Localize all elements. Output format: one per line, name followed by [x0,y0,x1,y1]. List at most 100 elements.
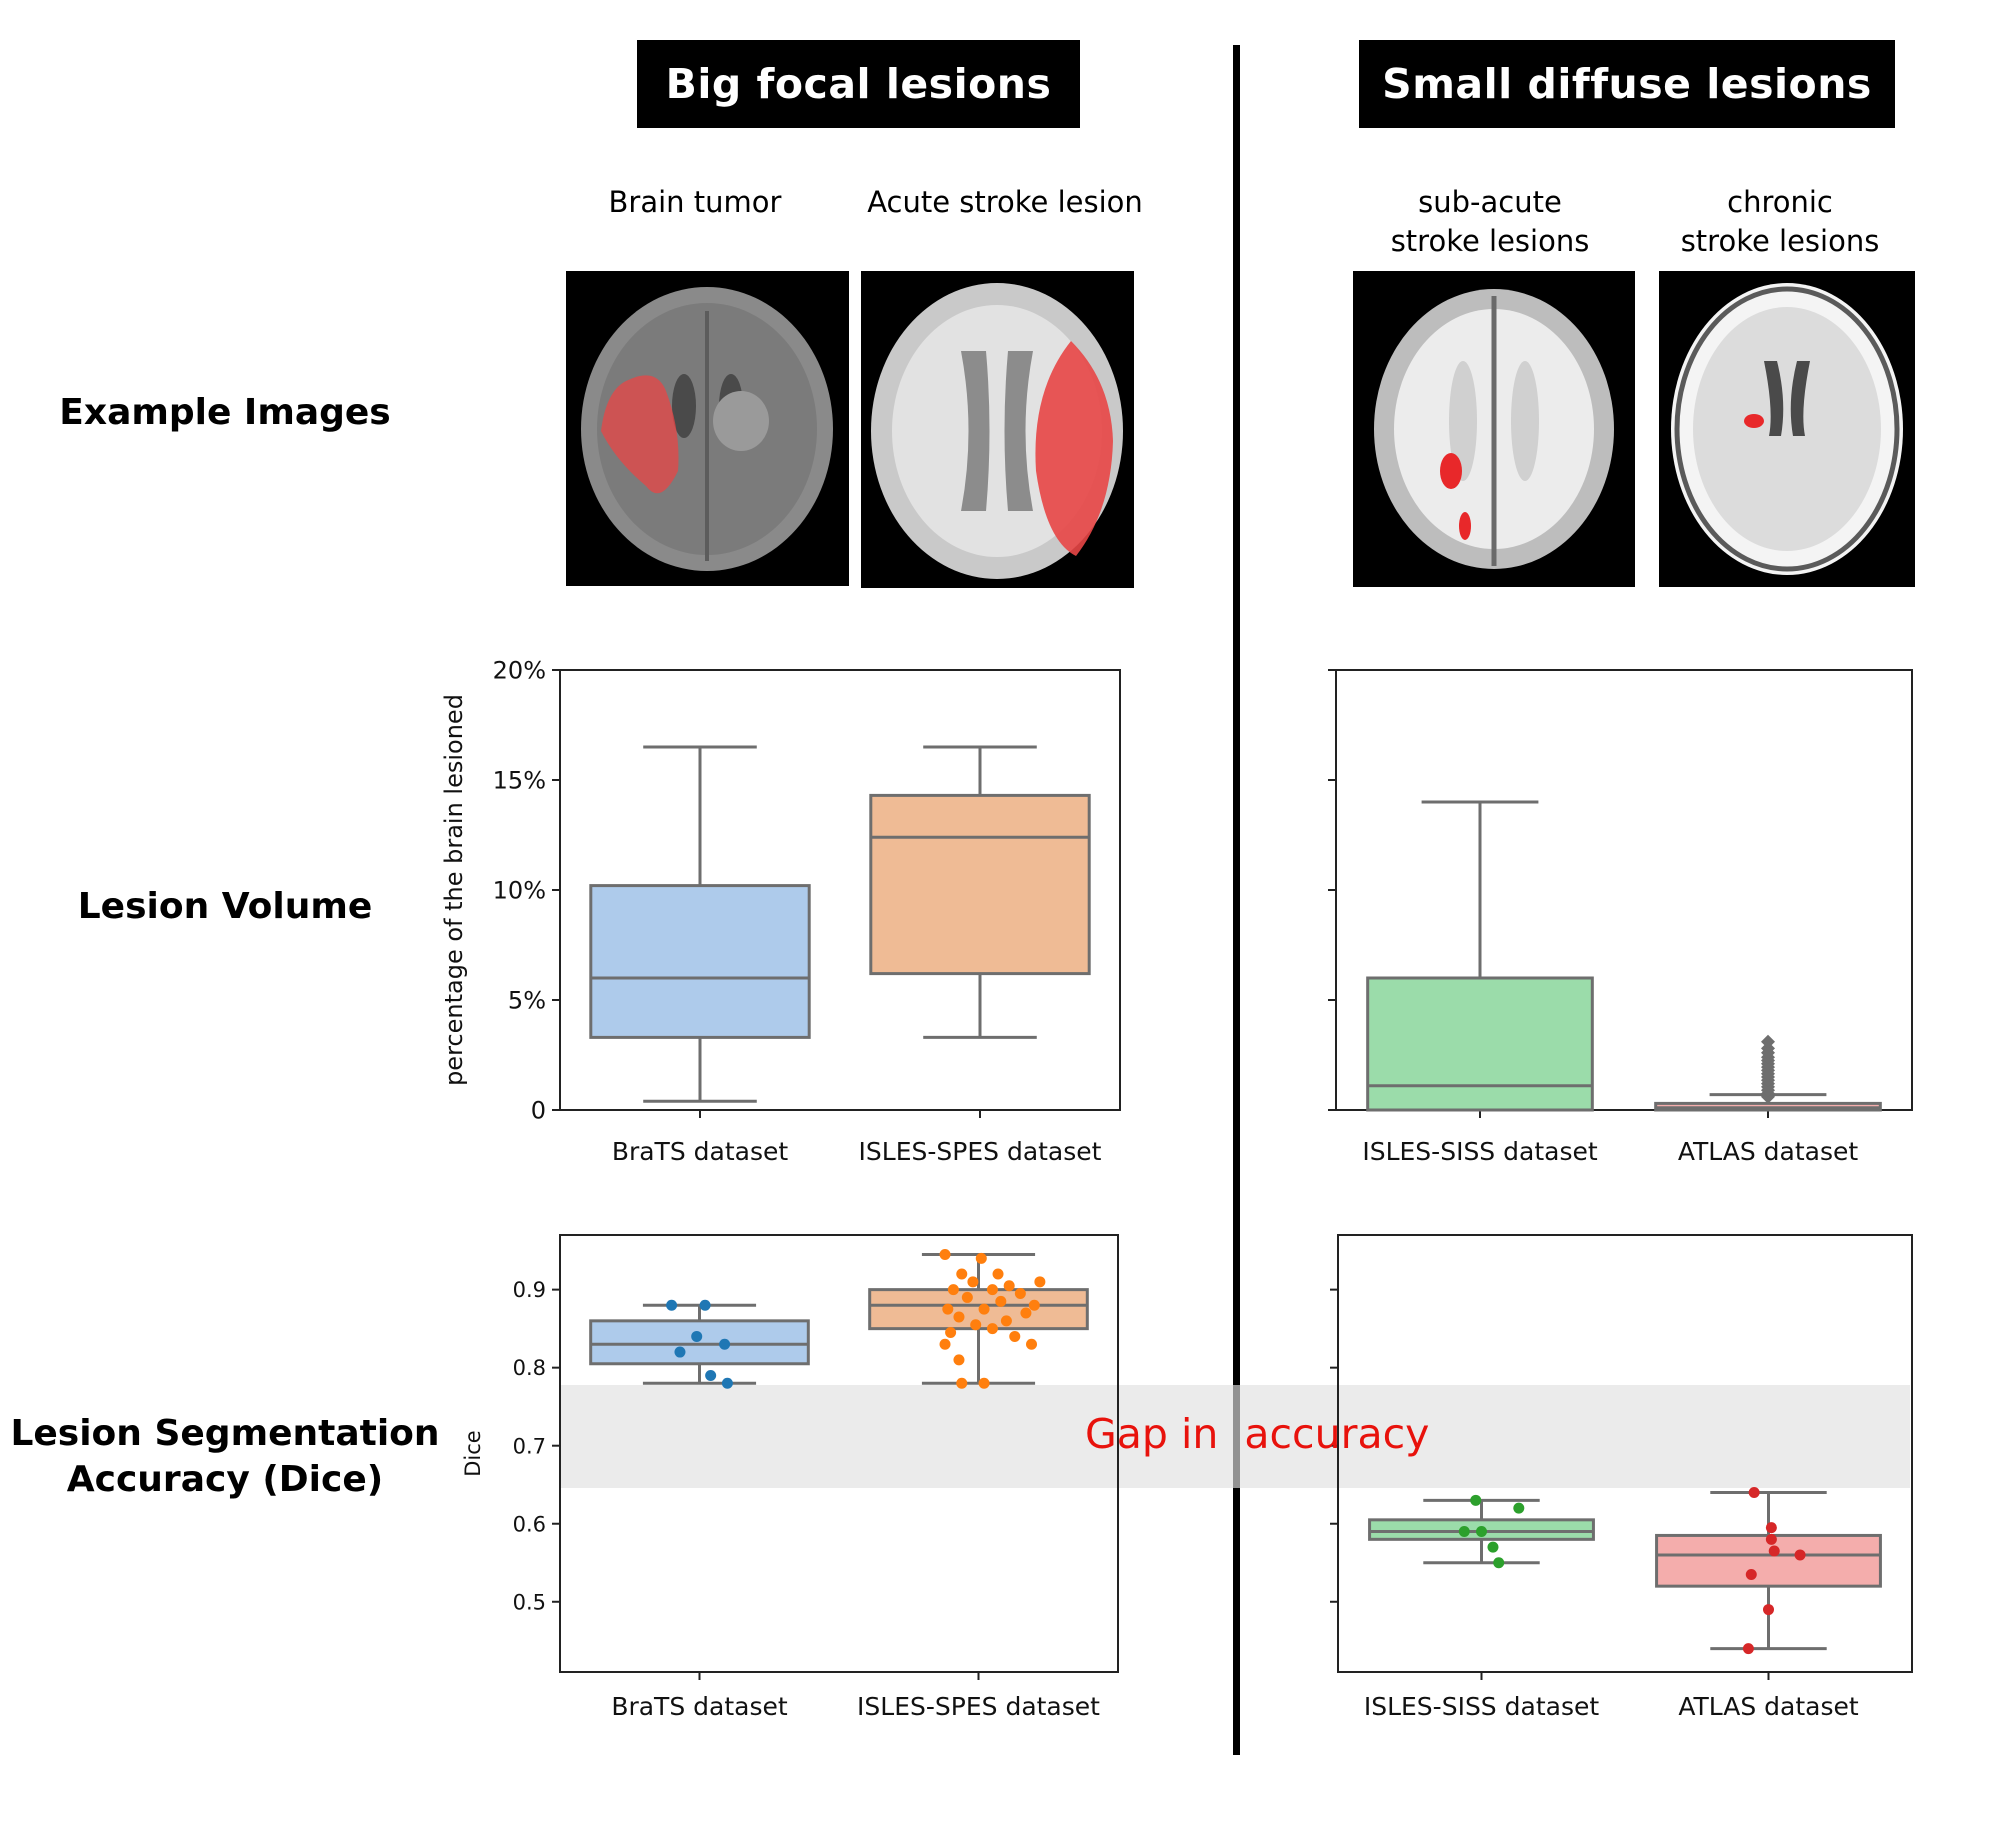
chronic-lesion [1744,414,1764,428]
data-point [953,1311,965,1323]
data-point [1513,1502,1525,1514]
x-tick-label: BraTS dataset [612,1137,789,1166]
data-point [1476,1526,1487,1538]
data-point [705,1369,717,1381]
isles-spes-brain-image [861,271,1134,588]
data-point [956,1268,968,1280]
chart-dice-right: ISLES-SISS dataset ATLAS dataset [1330,1234,1913,1721]
data-point [1026,1338,1038,1350]
data-point [1765,1533,1777,1545]
x-tick-label: BraTS dataset [611,1692,788,1721]
data-point [986,1284,998,1296]
box-body [589,1319,810,1366]
row-label-lesion-volume: Lesion Volume [77,886,373,927]
data-point [1748,1487,1760,1499]
gap-in-accuracy-label: Gap in accuracy [1085,1410,1430,1458]
x-tick-label: ATLAS dataset [1678,1137,1859,1166]
caption-chronic-stroke: chronic stroke lesions [1680,185,1880,258]
y-tick-label: 0.5 [513,1590,546,1614]
data-point [956,1377,968,1389]
y-axis-label: Dice [461,1430,485,1476]
data-point [978,1303,990,1315]
stroke-lesion-overlay [1035,341,1113,556]
caption-subacute-stroke: sub-acute stroke lesions [1390,185,1590,258]
data-point [1028,1299,1040,1311]
y-tick-label: 5% [508,987,546,1015]
data-point [1768,1545,1780,1557]
data-point [1742,1643,1754,1655]
x-tick-label: ISLES-SISS dataset [1362,1137,1598,1166]
row-label-segmentation-accuracy: Lesion Segmentation Accuracy (Dice) [10,1413,440,1500]
data-point [945,1327,957,1339]
y-tick-label: 20% [493,657,546,685]
data-point [1765,1522,1777,1534]
data-point [975,1252,987,1264]
y-tick-label: 10% [493,877,546,905]
header-big-focal: Big focal lesions [637,40,1080,128]
atlas-brain-image [1659,271,1915,587]
data-point [1000,1315,1012,1327]
axes-frame [559,1234,1119,1673]
data-point [1763,1604,1774,1616]
caption-brain-tumor: Brain tumor [608,185,782,219]
y-tick-label: 0.6 [513,1512,546,1536]
brats-brain-image [566,271,849,586]
isles-siss-brain-image [1353,271,1635,587]
subacute-lesion-1 [1440,453,1462,489]
x-tick-label: ISLES-SPES dataset [857,1692,1100,1721]
data-point [978,1377,990,1389]
data-point [939,1338,951,1350]
data-point [721,1377,733,1389]
x-tick-label: ISLES-SPES dataset [859,1137,1102,1166]
row-label-example-images: Example Images [59,392,391,433]
chart-volume-right: ISLES-SISS dataset ATLAS dataset [1328,669,1913,1166]
y-tick-label: 0.9 [513,1278,546,1302]
x-tick-label: ATLAS dataset [1678,1692,1859,1721]
y-tick-label: 0 [531,1097,546,1125]
data-point [719,1338,731,1350]
data-point [691,1330,703,1342]
data-point [967,1276,979,1288]
header-small-diffuse: Small diffuse lesions [1359,40,1895,128]
outlier-point [1761,1034,1775,1049]
data-point [1458,1526,1470,1538]
data-point [1003,1280,1015,1292]
box-body [1366,976,1594,1112]
x-tick-label: ISLES-SISS dataset [1364,1692,1600,1721]
data-point [1470,1494,1482,1506]
data-point [947,1284,959,1296]
data-point [1745,1568,1757,1580]
data-point [1034,1276,1046,1288]
y-tick-label: 0.7 [513,1434,546,1458]
column-divider [1233,45,1240,1755]
tumor-lesion-overlay [601,375,679,494]
data-point [674,1346,686,1358]
data-point [939,1249,951,1261]
data-point [1794,1549,1806,1561]
data-point [942,1303,954,1315]
data-point [992,1268,1004,1280]
data-point [699,1299,711,1311]
chart-volume-left: 0 5% 10% 15% 20% percentage of the brain lesi… [440,657,1121,1166]
data-point [953,1354,965,1366]
data-point [995,1295,1007,1307]
accuracy-gap-band [560,1385,1910,1488]
data-point [666,1299,678,1311]
subacute-lesion-2 [1459,512,1471,540]
caption-acute-stroke: Acute stroke lesion [867,185,1143,219]
data-point [1009,1330,1021,1342]
data-point [1014,1288,1026,1300]
data-point [961,1291,973,1303]
y-tick-label: 0.8 [513,1356,546,1380]
y-tick-label: 15% [493,767,546,795]
data-point [1020,1307,1032,1319]
y-axis-label: percentage of the brain lesioned [440,694,468,1086]
data-point [986,1323,998,1335]
box-body [869,793,1091,976]
data-point [970,1319,982,1331]
data-point [1487,1541,1499,1553]
axes-frame [1337,1234,1913,1673]
box-body [589,884,811,1039]
data-point [1493,1557,1505,1569]
